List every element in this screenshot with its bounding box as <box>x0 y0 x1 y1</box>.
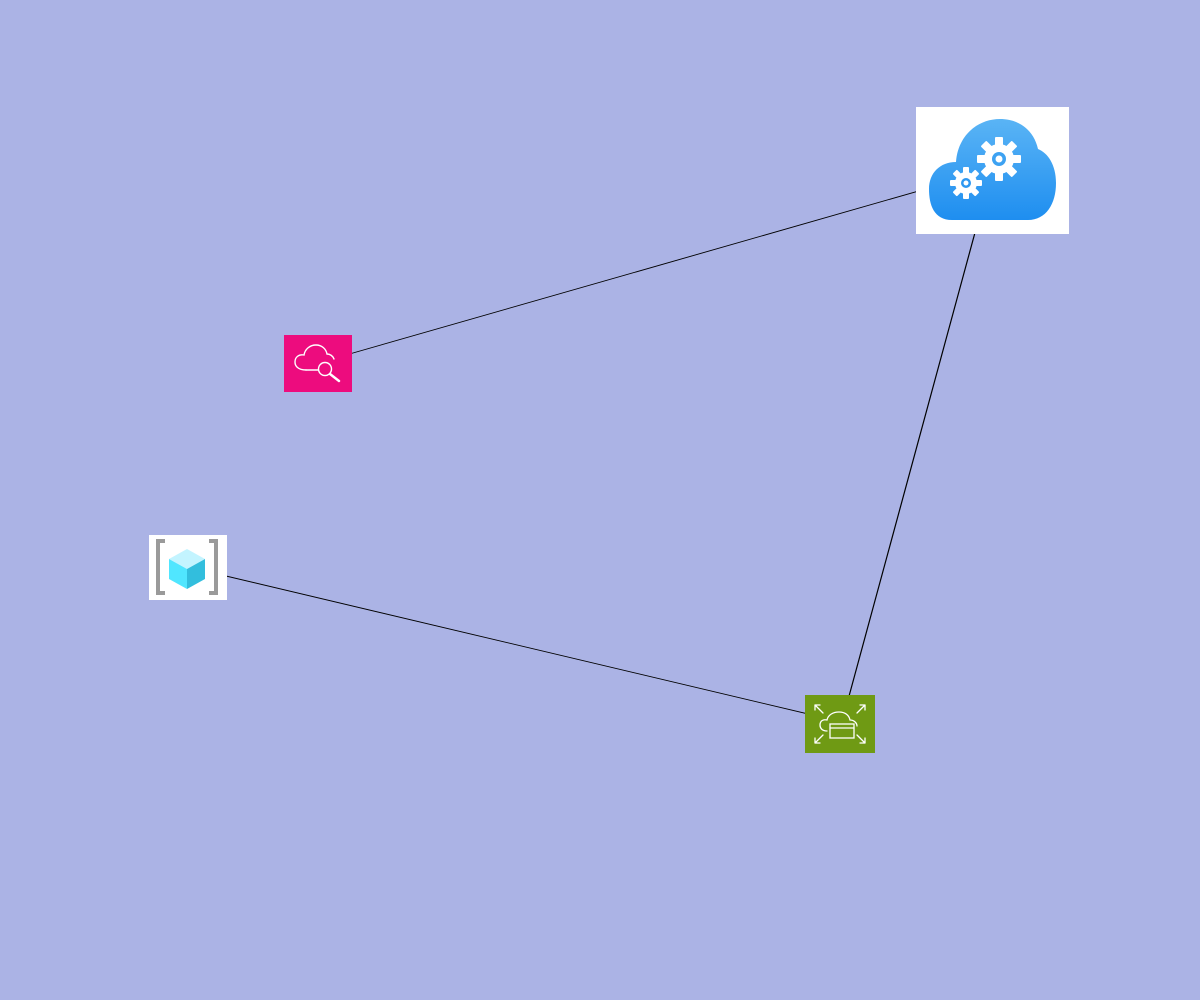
edges-layer <box>187 168 994 724</box>
node-container-resource[interactable] <box>149 535 227 600</box>
cloud-search-tile <box>284 335 352 392</box>
edge-cloud-search-to-cloud-config[interactable] <box>317 168 993 364</box>
cloud-autoscale-icon <box>814 704 866 744</box>
node-cloud-search[interactable] <box>284 335 352 392</box>
node-cloud-scaling[interactable] <box>805 695 875 753</box>
cloud-search-icon <box>294 344 341 383</box>
node-cloud-config[interactable] <box>916 107 1069 234</box>
cube-brackets-icon <box>156 539 218 595</box>
edge-cloud-scaling-to-container-resource[interactable] <box>187 565 843 723</box>
edge-cloud-scaling-to-cloud-config[interactable] <box>840 168 994 724</box>
cloud-gears-icon <box>929 119 1056 220</box>
